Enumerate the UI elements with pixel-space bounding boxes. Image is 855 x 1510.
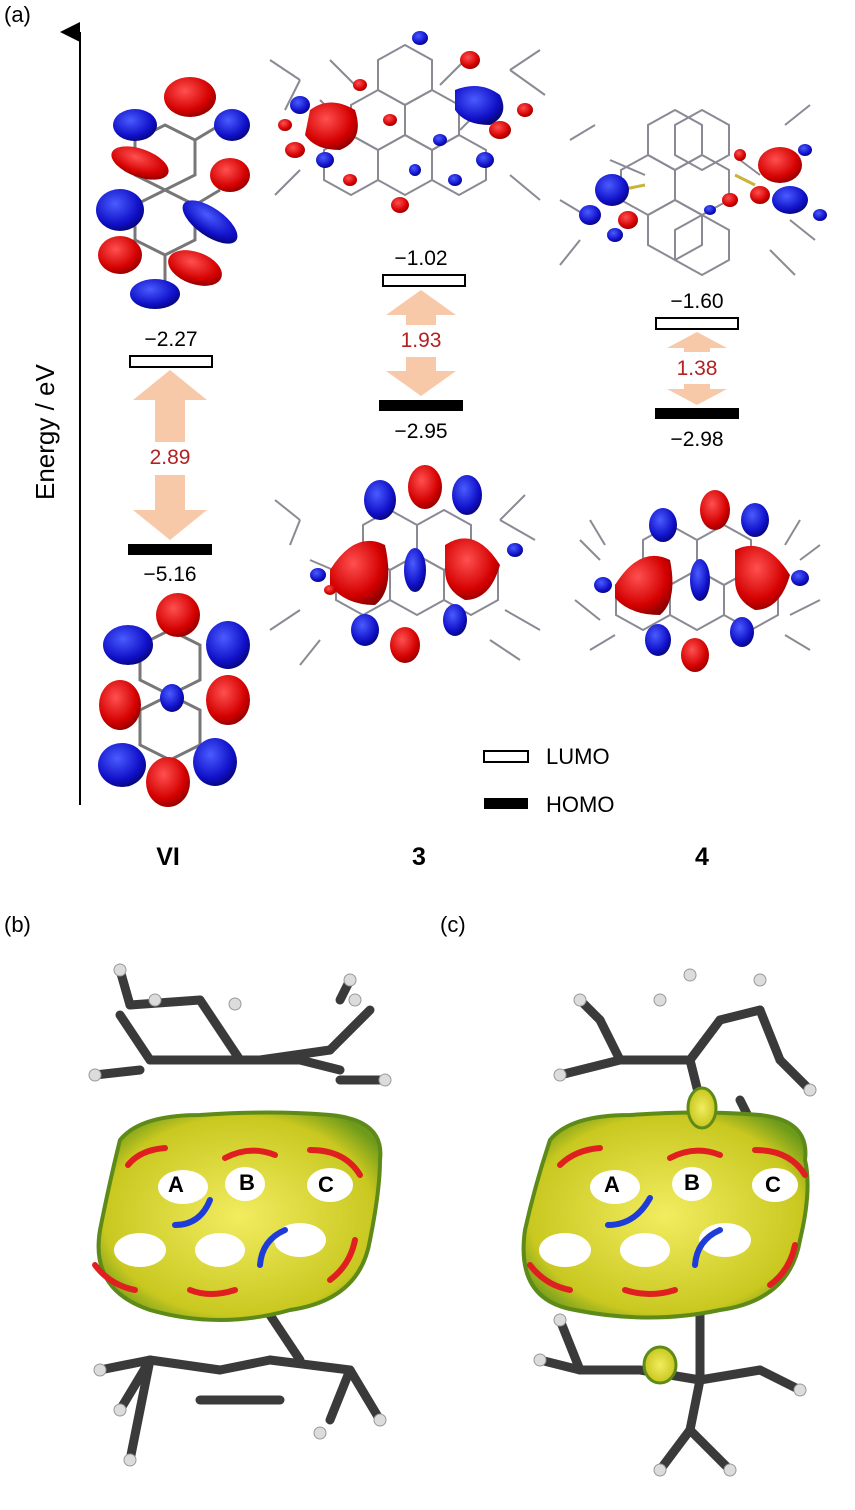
- gap-arrow-4: [667, 332, 727, 405]
- ring-label-b-C: C: [318, 1172, 334, 1197]
- orbital-VI-homo: [98, 593, 250, 807]
- gap-value-4: 1.38: [676, 357, 718, 380]
- lumo-value-VI: −2.27: [144, 328, 198, 351]
- homo-value-3: −2.95: [394, 420, 448, 443]
- gap-arrow-3: [386, 290, 456, 396]
- ring-label-c-C: C: [765, 1172, 781, 1197]
- legend-homo-symbol: [484, 798, 528, 809]
- gap-value-3: 1.93: [400, 329, 442, 352]
- homo-bar-VI: [128, 544, 212, 555]
- current-density-map-c: [521, 968, 817, 1477]
- panel-label-c: (c): [440, 912, 466, 937]
- orbital-3-homo: [269, 465, 541, 666]
- lumo-value-3: −1.02: [394, 247, 448, 270]
- panel-label-a: (a): [4, 2, 31, 27]
- orbital-4-lumo: [559, 104, 827, 277]
- legend-homo-label: HOMO: [546, 792, 615, 817]
- lumo-bar-4: [655, 317, 739, 330]
- homo-value-VI: −5.16: [143, 563, 197, 586]
- legend-lumo-label: LUMO: [546, 744, 610, 769]
- homo-bar-3: [379, 400, 463, 411]
- compound-label-4: 4: [695, 843, 709, 871]
- gap-value-VI: 2.89: [149, 446, 191, 469]
- lumo-value-4: −1.60: [670, 290, 724, 313]
- lumo-bar-3: [382, 274, 466, 287]
- homo-value-4: −2.98: [670, 428, 724, 451]
- compound-label-3: 3: [412, 843, 426, 871]
- y-axis-label: Energy / eV: [30, 364, 60, 500]
- ring-label-b-A: A: [168, 1172, 184, 1197]
- compound-label-VI: VI: [156, 843, 180, 871]
- orbital-4-homo: [574, 490, 821, 672]
- ring-label-c-B: B: [684, 1170, 700, 1195]
- lumo-bar-VI: [129, 355, 213, 368]
- ring-label-b-B: B: [239, 1170, 255, 1195]
- orbital-3-lumo: [269, 31, 546, 213]
- legend-lumo-symbol: [483, 750, 529, 763]
- homo-bar-4: [655, 408, 739, 419]
- gap-arrow-VI: [133, 370, 207, 540]
- current-density-map-b: [88, 963, 392, 1467]
- ring-label-c-A: A: [604, 1172, 620, 1197]
- orbital-VI-lumo: [96, 77, 250, 309]
- panel-label-b: (b): [4, 912, 31, 937]
